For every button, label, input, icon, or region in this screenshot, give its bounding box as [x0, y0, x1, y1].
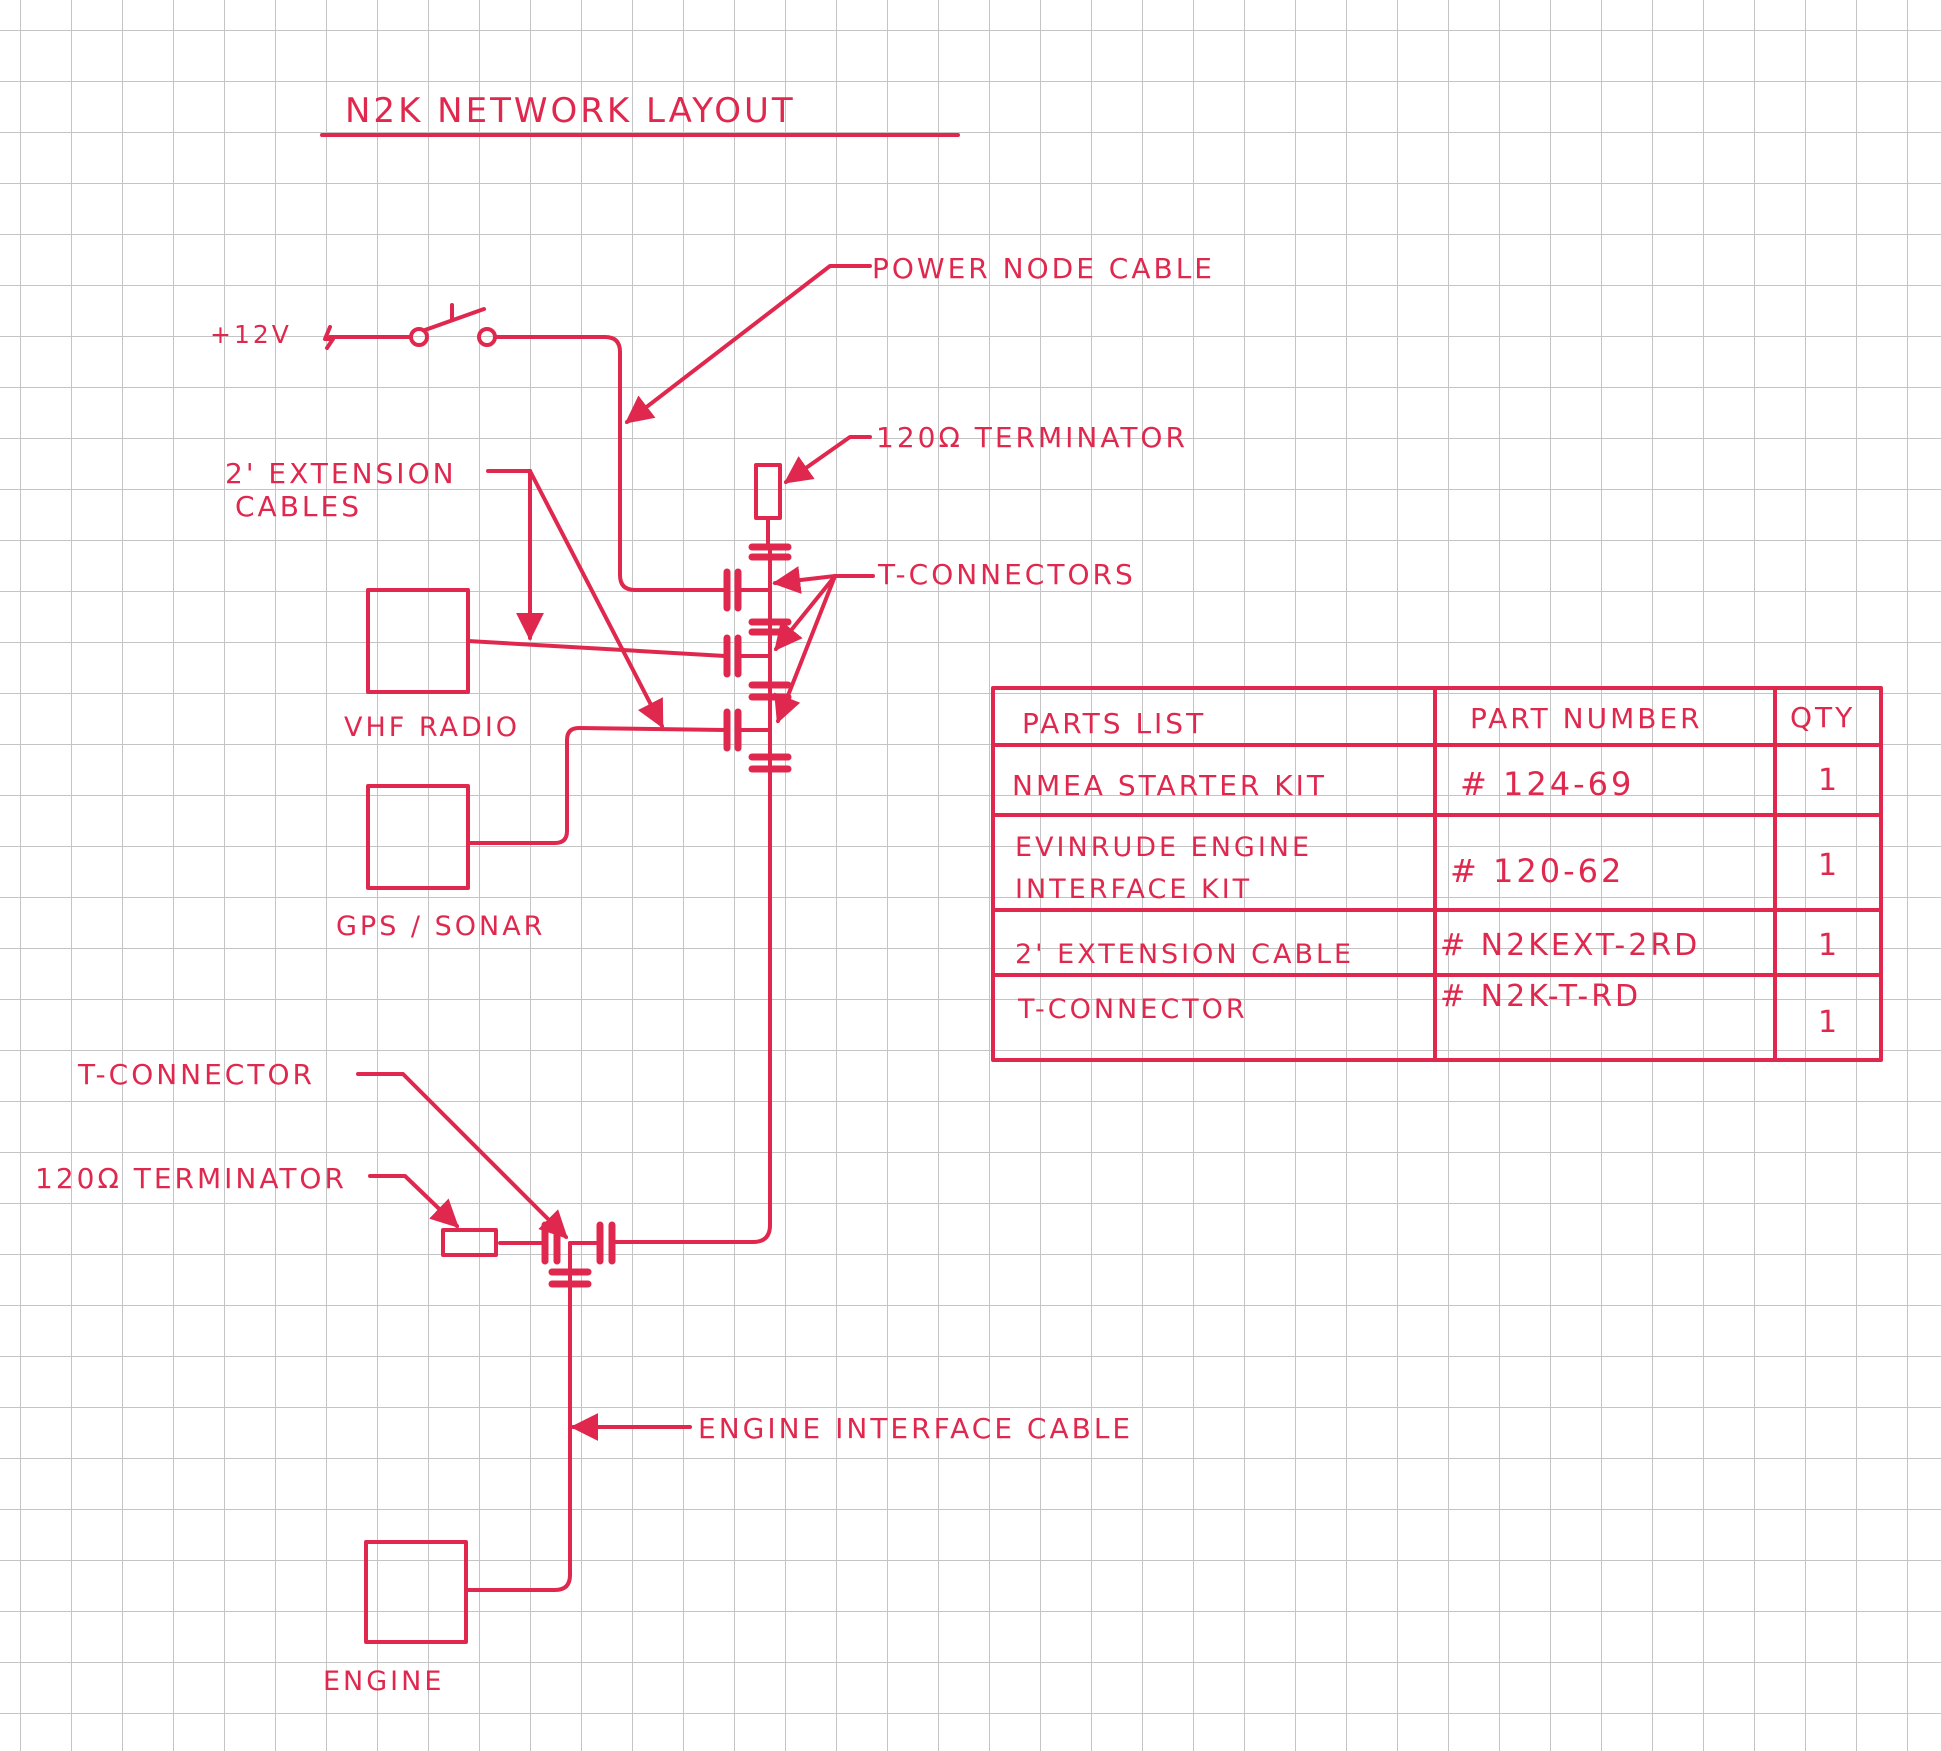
engine-interface-cable: [464, 1282, 572, 1592]
t-connector-3: [723, 693, 792, 773]
fuse-symbol: [323, 325, 335, 350]
switch-contact-right: [477, 327, 497, 347]
gps-extension-cable: [466, 726, 727, 845]
t-connectors-arrow-2: [774, 574, 837, 652]
parts-header-part-number: PART NUMBER: [1470, 702, 1703, 735]
parts-row-4-qty: 1: [1818, 1005, 1840, 1040]
t-connector-1: [723, 553, 792, 626]
extension-cables-arrow-2: [528, 469, 664, 729]
extension-cables-label-line1: 2' EXTENSION: [225, 457, 457, 490]
terminator-bottom-arrow: [368, 1174, 460, 1228]
vhf-radio-box: [366, 588, 470, 694]
parts-row-1-qty: 1: [1818, 763, 1840, 798]
terminator-top-arrow: [783, 435, 872, 484]
t-connectors-arrow-1: [772, 566, 837, 594]
parts-row-2-item-line2: INTERFACE KIT: [1015, 874, 1252, 905]
terminator-top: [754, 463, 782, 520]
t-connector-label: T-CONNECTOR: [77, 1058, 315, 1091]
vhf-radio-label: VHF RADIO: [344, 712, 520, 743]
parts-row-1-part: # 124-69: [1460, 765, 1634, 803]
parts-row-4-part: # N2K-T-RD: [1440, 979, 1641, 1014]
gps-sonar-box: [366, 784, 470, 890]
gps-sonar-label: GPS / SONAR: [336, 911, 545, 942]
extension-cables-label-line2: CABLES: [235, 490, 362, 523]
terminator-bottom-label: 120Ω TERMINATOR: [35, 1162, 347, 1195]
plus12v-label: +12V: [210, 320, 292, 349]
terminator-bottom: [441, 1228, 498, 1257]
switch-lever: [423, 303, 486, 332]
engine-box: [364, 1540, 468, 1644]
t-connector-lower: [498, 1221, 616, 1288]
parts-row-4-item: T-CONNECTOR: [1017, 994, 1248, 1025]
parts-row-3-item: 2' EXTENSION CABLE: [1015, 939, 1354, 970]
vhf-extension-cable: [466, 639, 727, 658]
power-node-cable-arrow: [624, 264, 872, 424]
power-node-cable-label: POWER NODE CABLE: [872, 252, 1215, 285]
t-connectors-label: T-CONNECTORS: [877, 558, 1136, 591]
parts-row-2-item-line1: EVINRUDE ENGINE: [1015, 832, 1312, 863]
parts-list-table: PARTS LIST PART NUMBER QTY NMEA STARTER …: [991, 686, 1883, 1062]
engine-label: ENGINE: [323, 1666, 444, 1697]
switch-contact-left: [409, 327, 429, 347]
terminator-top-label: 120Ω TERMINATOR: [876, 421, 1188, 454]
t-connector-2: [723, 628, 792, 689]
power-node-cable: [493, 335, 727, 592]
parts-row-3-qty: 1: [1818, 928, 1840, 963]
t-connectors-arrow-3: [774, 574, 837, 724]
parts-row-3-part: # N2KEXT-2RD: [1440, 928, 1700, 963]
t-connector-arrow: [356, 1072, 568, 1239]
parts-row-1-item: NMEA STARTER KIT: [1012, 769, 1327, 802]
engine-interface-cable-label: ENGINE INTERFACE CABLE: [698, 1412, 1133, 1445]
diagram-title: N2K NETWORK LAYOUT: [345, 91, 796, 131]
parts-header-qty: QTY: [1790, 701, 1855, 734]
parts-header-item: PARTS LIST: [1022, 707, 1206, 740]
parts-row-2-part: # 120-62: [1450, 852, 1624, 890]
parts-row-2-qty: 1: [1818, 848, 1840, 883]
backbone-lower-run: [610, 1223, 772, 1244]
